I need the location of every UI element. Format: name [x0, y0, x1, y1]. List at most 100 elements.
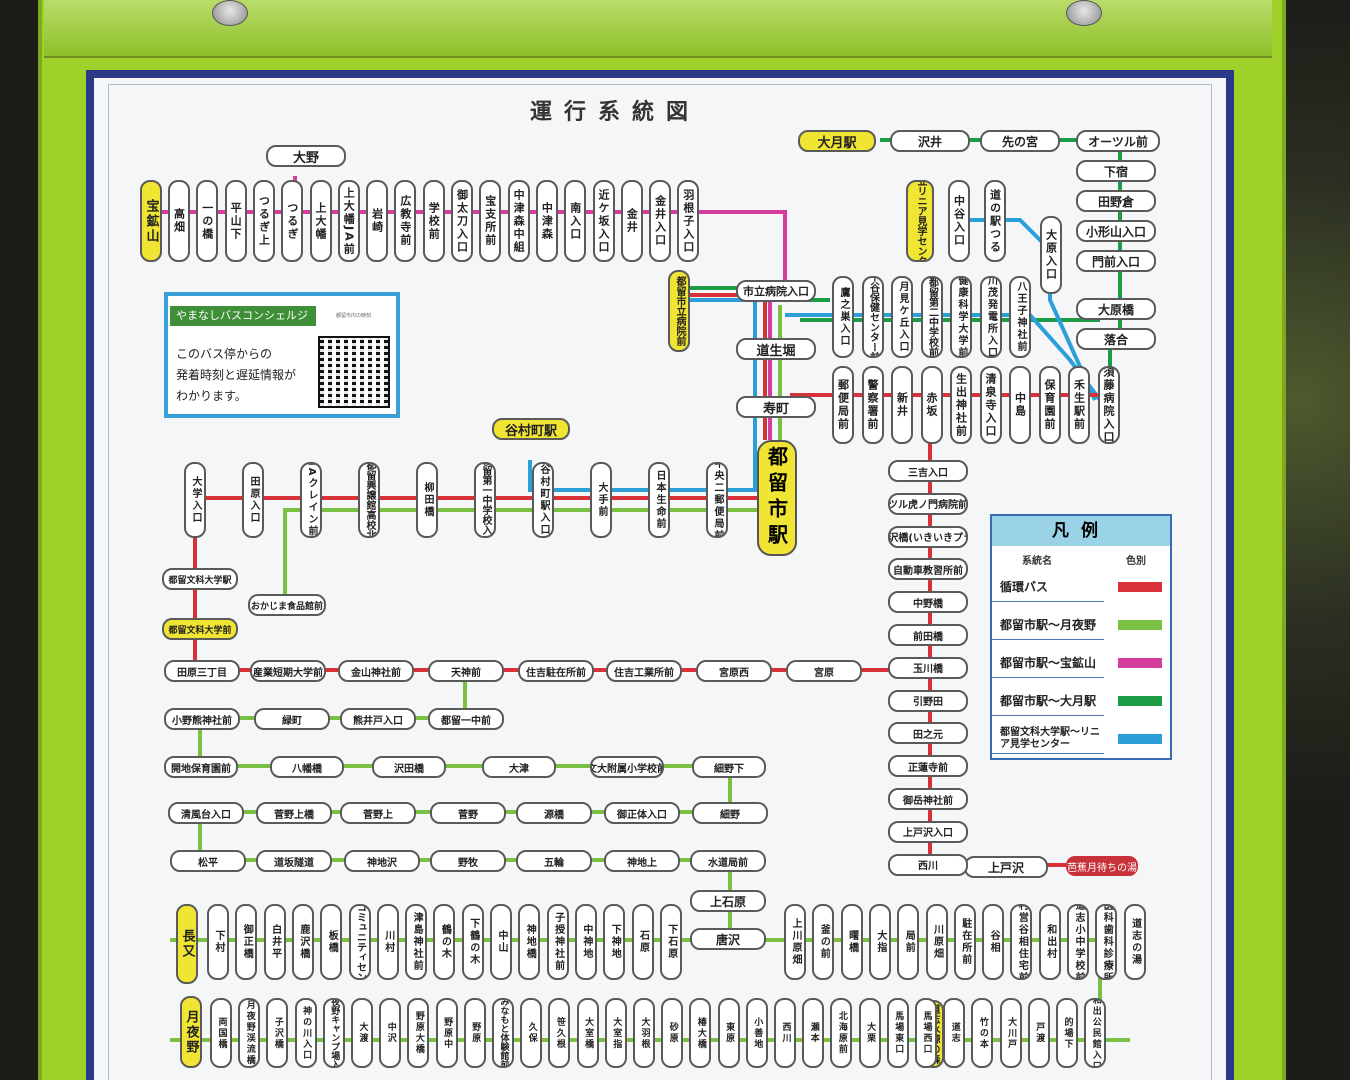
stop-row_right2: 中島 [1009, 366, 1031, 444]
stop-row_b: 都留一中前 [428, 708, 504, 730]
stop-row_f_left: 津島神社前 [405, 904, 428, 980]
stop-row_f_left: 下神地 [603, 904, 626, 980]
stop-michinoeki: 道の駅つる [984, 180, 1006, 262]
legend-col-route: 系統名 [1022, 556, 1052, 567]
stop-row_f_left: 子授神社前 [546, 904, 569, 980]
stop-row_a: 天神前 [428, 660, 504, 682]
stop-row_a: 宮原 [786, 660, 862, 682]
stop-row_d: 源橋 [516, 802, 592, 824]
stop-row_right2: 保育園前 [1038, 366, 1061, 444]
station-tsukiyono: 月夜野 [180, 996, 202, 1068]
stop-akasaka_down: 田之元 [888, 722, 968, 745]
stop-ono: 大野 [266, 145, 346, 167]
map-title: 運行系統図 [530, 100, 701, 125]
stop-row_g: みなもと体験館前 [492, 998, 514, 1068]
stop-otsuki_line: 落合 [1076, 328, 1156, 350]
stop-row_e: 道坂隧道 [256, 850, 332, 872]
stop-row_g: 竹の本 [971, 998, 994, 1068]
stop-row_b: 熊井戸入口 [340, 708, 416, 730]
stop-otsuki_line: 田野倉 [1076, 190, 1156, 212]
stop-row_f_right: 谷相 [982, 904, 1005, 980]
station-yamuramachi: 谷村町駅 [492, 418, 570, 440]
stop-akasaka_down: ツル虎ノ門病院前 [888, 492, 968, 515]
stop-row_f_right: 村営谷相住宅前 [1010, 904, 1033, 980]
stop-row_top: つるぎ上 [252, 180, 275, 262]
stop-row_top: 金井入口 [649, 180, 672, 262]
stop-row_f_left: 中山 [490, 904, 512, 980]
stop-akasaka_down: 正蓮寺前 [888, 755, 968, 778]
stop-row_c: 開地保育園前 [164, 756, 238, 778]
stop-kotobukicho: 寿町 [736, 396, 816, 418]
stop-kamitozawa: 上戸沢 [964, 856, 1048, 878]
stop-row_top: 中津森 [535, 180, 558, 262]
stop-row_f_left: 中神地 [574, 904, 597, 980]
stop-row_right1: 都留第二中学校前 [920, 276, 943, 358]
stop-otsuki_line: 下宿 [1076, 160, 1156, 182]
stop-row_f_right: 道志小中学校前 [1067, 904, 1089, 980]
stop-row_mid: 日本生命前 [648, 462, 670, 538]
stop-akasaka_down: 三吉入口 [888, 460, 968, 482]
stop-row_f_left: 鶴の木 [433, 904, 456, 980]
stop-row_right1: 健康科学大学前 [950, 276, 972, 358]
stop-row_g: 神の川入口 [294, 998, 317, 1068]
legend-item-label: 都留市駅～宝鉱山 [992, 648, 1104, 678]
stop-akasaka_down: 引野田 [888, 689, 968, 712]
stop-row_f_right: 上川原畑 [784, 904, 806, 980]
stop-row_g: 瀬本 [802, 998, 825, 1068]
station-bunkadaigaku-eki: 都留文科大学駅 [162, 568, 238, 590]
stop-row_g: 笹久根 [548, 998, 571, 1068]
station-takarakozan: 宝鉱山 [140, 180, 162, 262]
legend-color-swatch [1118, 734, 1162, 744]
stop-row_top: 金井 [620, 180, 643, 262]
stop-row_f_left: 下石原 [659, 904, 682, 980]
stop-row_top: 平山下 [224, 180, 247, 262]
stop-row_g: 月夜野渓流橋 [238, 998, 261, 1068]
stop-row_top: 上大幡 [309, 180, 332, 262]
stop-row_g: 大渡 [351, 998, 373, 1068]
stop-row_g: 馬場東口 [886, 998, 909, 1068]
stop-row_mid: 大手前 [590, 462, 612, 538]
stop-row_right2: 警察署前 [861, 366, 884, 444]
stop-row_d: 菅野上橋 [256, 802, 332, 824]
stop-akasaka_down: 自動車教習所前 [888, 558, 968, 581]
stop-row_b: 緑町 [254, 708, 330, 730]
stop-akasaka_down: 玉川橋 [888, 656, 968, 679]
stop-row_top: 学校前 [422, 180, 445, 262]
stop-row_e: 神地上 [604, 850, 680, 872]
stop-row_mid: 都留興譲館高校北 [358, 462, 380, 538]
stop-row_g: 砂原 [661, 998, 684, 1068]
stop-row_g: 両国橋 [210, 998, 232, 1068]
legend-item-label: 都留文科大学駅～リニア見学センター [992, 724, 1104, 754]
stop-row_d: 清風台入口 [168, 802, 244, 824]
stop-row_g: 大室指 [604, 998, 627, 1068]
stop-row_a: 田原三丁目 [164, 660, 240, 682]
stop-row_f_right: 川原畑 [925, 904, 948, 980]
stop-row_g: 野原中 [435, 998, 458, 1068]
stop-row_right2: 生出神社前 [950, 366, 972, 444]
stop-row_f_left: 白井平 [263, 904, 286, 980]
legend-item-label: 都留市駅～大月駅 [992, 686, 1104, 716]
qr-panel-note: 都留市内の時刻 [336, 313, 372, 319]
legend-color-swatch [1118, 582, 1162, 592]
stop-row_e: 野牧 [430, 850, 506, 872]
stop-row_top: 南入口 [564, 180, 587, 262]
stop-row_e: 神地沢 [344, 850, 420, 872]
stop-row_right1: 川茂発電所入口 [979, 276, 1002, 358]
stop-basho: 芭蕉月待ちの湯 [1066, 856, 1138, 876]
stop-row_c: 細野下 [692, 756, 766, 778]
stop-row_c: 八幡橋 [270, 756, 344, 778]
stop-row_mid: 柳田橋 [416, 462, 438, 538]
qr-code-icon[interactable] [318, 336, 390, 408]
stop-row_right1: 八王子神社前 [1009, 276, 1031, 358]
stop-row_f_left: 川村 [376, 904, 399, 980]
stop-row_g: 野原大橋 [407, 998, 430, 1068]
stop-ohara-iriguchi: 大原入口 [1040, 216, 1062, 294]
screw-icon [212, 0, 248, 26]
legend-item-label: 都留市駅～月夜野 [992, 610, 1104, 640]
stop-row_c: 沢田橋 [372, 756, 446, 778]
stop-row_f_left: 下村 [207, 904, 229, 980]
stop-row_g: 和出公民館入口 [1084, 998, 1107, 1068]
stop-row_c: 大津 [482, 756, 556, 778]
stop-row_f_left: 下鶴の木 [461, 904, 484, 980]
stop-row_g: 東原 [717, 998, 740, 1068]
